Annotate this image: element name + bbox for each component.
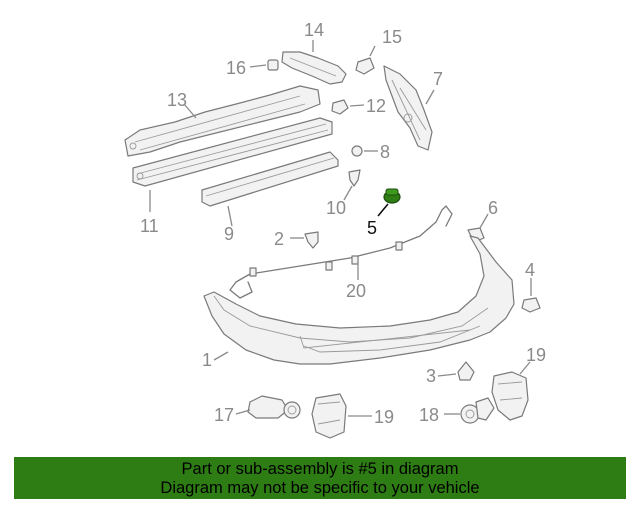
callout-19-right: 19	[526, 345, 546, 365]
callout-6: 6	[488, 198, 498, 218]
callout-7: 7	[433, 69, 443, 89]
part-5-highlighted	[383, 188, 401, 204]
callout-4: 4	[525, 260, 535, 280]
part-13-reinforcement	[124, 85, 321, 157]
part-4-bolt	[521, 297, 541, 313]
callout-13: 13	[167, 90, 187, 110]
callout-9: 9	[224, 224, 234, 244]
part-16-clip	[267, 59, 279, 71]
callout-11: 11	[140, 216, 159, 236]
part-17-sensor	[247, 395, 301, 419]
part-18-sensor	[460, 397, 495, 424]
leader-lines	[149, 40, 532, 417]
callout-10: 10	[326, 198, 346, 218]
part-3-clip	[457, 361, 475, 381]
callout-5: 5	[367, 218, 377, 238]
part-10-retainer	[348, 169, 361, 187]
callout-20: 20	[346, 281, 366, 301]
callout-2: 2	[274, 229, 284, 249]
callout-19-center: 19	[374, 407, 394, 427]
callout-14: 14	[304, 20, 324, 40]
part-7-side-bracket	[383, 65, 433, 151]
part-1-bumper-cover	[203, 235, 515, 365]
part-19-bracket-center	[311, 393, 347, 439]
callout-8: 8	[380, 142, 390, 162]
callout-3: 3	[426, 366, 436, 386]
part-20-wire-harness	[229, 205, 453, 299]
part-19-bracket-right	[491, 371, 529, 421]
callout-17: 17	[214, 405, 234, 425]
part-2-clip	[304, 231, 319, 249]
part-8-nut	[351, 145, 363, 157]
callout-1: 1	[202, 350, 212, 370]
part-11-reinforcement-bar	[132, 117, 333, 187]
callout-16: 16	[226, 58, 246, 78]
callout-15: 15	[382, 27, 402, 47]
part-12-clip	[331, 99, 349, 115]
banner-line-part-number: Part or sub-assembly is #5 in diagram	[181, 460, 459, 478]
part-14-bracket	[281, 51, 347, 85]
part-15-clip	[355, 57, 375, 75]
parts-diagram: 14 15 16 7 13 12 8 10 11 9 5 2 6 20 4 1 …	[124, 20, 546, 439]
info-banner: Part or sub-assembly is #5 in diagram Di…	[14, 457, 626, 499]
part-9-absorber	[201, 151, 339, 207]
callout-18: 18	[419, 405, 439, 425]
callout-labels: 14 15 16 7 13 12 8 10 11 9 5 2 6 20 4 1 …	[140, 20, 546, 427]
banner-line-disclaimer: Diagram may not be specific to your vehi…	[160, 479, 480, 497]
callout-12: 12	[366, 96, 386, 116]
